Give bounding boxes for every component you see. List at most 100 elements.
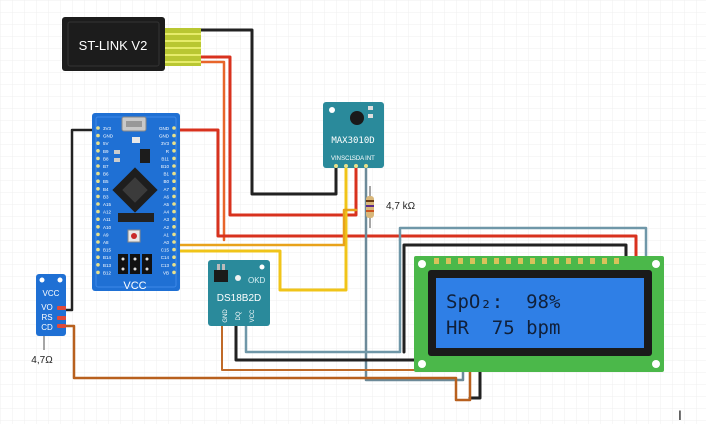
wire-yellow-scl bbox=[170, 166, 348, 292]
mcu-board: VCC 3V3GND5VB9B8B7B6B5B4B3A15A12A11A10A9… bbox=[92, 113, 180, 292]
mcu-right-pin-label: A2 bbox=[163, 225, 169, 230]
max-pin-int: INT bbox=[365, 156, 375, 162]
mcu-right-pin bbox=[172, 194, 176, 199]
lcd-header-pin bbox=[458, 258, 463, 264]
mcu-left-pin bbox=[96, 187, 100, 191]
mcu-right-pin bbox=[172, 247, 176, 252]
mcu-right-pin-label: GND bbox=[159, 134, 170, 139]
lcd-line-1: SpO₂: 98% bbox=[446, 291, 561, 313]
lcd-header-pin bbox=[566, 258, 571, 264]
mcu-left-pin bbox=[96, 202, 100, 206]
wire-red-stlink-vcc bbox=[163, 55, 358, 217]
resistor-pullup: 4,7 kΩ bbox=[366, 186, 416, 228]
max3010d-sensor: MAX3010D VIN SCL SDA INT bbox=[323, 102, 384, 168]
wire-gray-int bbox=[364, 166, 465, 382]
mcu-left-pin-label: B4 bbox=[103, 187, 109, 192]
mcu-left-pin bbox=[96, 149, 100, 153]
mcu-left-pin bbox=[96, 141, 100, 145]
mcu-right-pin-label: A6 bbox=[163, 194, 169, 199]
mcu-left-pin-label: GND bbox=[103, 134, 114, 139]
mcu-right-pin-label: B11 bbox=[161, 156, 169, 161]
wire-blue-lcd-2 bbox=[244, 238, 402, 354]
mcu-right-pin bbox=[172, 225, 176, 229]
mcu-right-pin-label: A3 bbox=[163, 217, 169, 222]
mcu-right-pin bbox=[172, 133, 176, 138]
mcu-right-pin bbox=[172, 209, 176, 214]
sensor-led bbox=[350, 111, 364, 125]
mcu-left-pin-label: A12 bbox=[103, 210, 112, 215]
lcd-header-pin bbox=[530, 258, 535, 264]
mcu-right-pin bbox=[172, 149, 176, 153]
mcu-right-pin-label: VB bbox=[163, 270, 169, 275]
mcu-left-pin-label: 3V3 bbox=[103, 126, 112, 131]
stlink-header-pins bbox=[165, 28, 201, 66]
max-label: MAX3010D bbox=[331, 136, 374, 146]
sensor-mount-hole bbox=[329, 107, 335, 113]
wire-blue-lcd-1 bbox=[398, 226, 648, 268]
mcu-right-pin bbox=[172, 270, 176, 275]
lcd-header-pins bbox=[434, 258, 619, 264]
mcu-left-pin-label: B13 bbox=[103, 263, 112, 268]
lcd-header-pin bbox=[578, 258, 583, 264]
wire-black-stlink-gnd bbox=[163, 28, 338, 196]
ds-pin-gnd: GND bbox=[223, 309, 229, 323]
mcu-left-pin bbox=[96, 225, 100, 229]
lcd-header-pin bbox=[602, 258, 607, 264]
mcu-right-pin bbox=[172, 202, 176, 206]
module-pin-rs: RS bbox=[41, 313, 52, 322]
mcu-right-pin-label: 3V3 bbox=[161, 141, 170, 146]
mcu-right-pin bbox=[172, 217, 176, 221]
mcu-right-pin bbox=[172, 179, 176, 183]
mcu-right-pin-label: R bbox=[166, 149, 170, 154]
mcu-left-pin bbox=[96, 217, 100, 221]
resistor-label: 4,7 kΩ bbox=[386, 201, 416, 212]
mcu-left-pin bbox=[96, 232, 100, 237]
mcu-left-pin bbox=[96, 209, 100, 214]
ds-pin-dq: DQ bbox=[236, 311, 242, 320]
mcu-right-pin bbox=[172, 232, 176, 237]
stlink-programmer: ST-LINK V2 bbox=[62, 17, 201, 71]
wire-brown-ds bbox=[221, 321, 449, 371]
mcu-left-pin-label: B12 bbox=[103, 270, 112, 275]
mcu-left-pin bbox=[96, 263, 100, 267]
mcu-right-pin-label: A4 bbox=[163, 210, 169, 215]
wire-black-vo bbox=[60, 128, 96, 312]
module-pin-vcc: VCC bbox=[43, 289, 60, 298]
mcu-right-pin bbox=[172, 240, 176, 244]
mcu-left-pin bbox=[96, 179, 100, 183]
mcu-right-pin-label: A0 bbox=[163, 240, 169, 245]
mcu-left-pin-label: B14 bbox=[103, 255, 112, 260]
lcd-header-pin bbox=[434, 258, 439, 264]
module-resistor-label: 4,7Ω bbox=[31, 355, 53, 366]
wire-red-mcu-3v3 bbox=[170, 128, 638, 268]
mcu-right-pin-label: A5 bbox=[163, 202, 169, 207]
mcu-right-pin bbox=[172, 171, 176, 176]
mcu-right-pin bbox=[172, 164, 176, 168]
mcu-right-pin-label: GND bbox=[159, 126, 170, 131]
lcd-header-pin bbox=[590, 258, 595, 264]
lcd-header-pin bbox=[518, 258, 523, 264]
text-cursor-glyph: I bbox=[678, 407, 682, 423]
ds-label: DS18B2D bbox=[217, 293, 261, 304]
mcu-right-pin-label: A1 bbox=[163, 232, 169, 237]
mcu-right-pin-label: C14 bbox=[161, 255, 170, 260]
lcd-line-2: HR 75 bpm bbox=[446, 317, 560, 339]
lcd-display: SpO₂: 98% HR 75 bpm bbox=[414, 256, 664, 372]
max-pin-sda: SDA bbox=[352, 156, 364, 162]
mcu-left-pin bbox=[96, 194, 100, 199]
mcu-left-pin bbox=[96, 240, 100, 244]
ds-pin-vcc: VCC bbox=[250, 309, 256, 322]
mcu-label: VCC bbox=[123, 280, 146, 292]
lcd-header-pin bbox=[494, 258, 499, 264]
mcu-left-pin-label: B8 bbox=[103, 156, 109, 161]
stlink-label: ST-LINK V2 bbox=[79, 38, 148, 53]
mcu-right-pin bbox=[172, 141, 176, 145]
mcu-left-pin bbox=[96, 247, 100, 252]
mcu-right-pin-label: C15 bbox=[161, 248, 170, 253]
wire-black-lcd-gnd bbox=[402, 243, 628, 354]
mcu-right-pin-labels: GNDGND3V3RB11B10B1B0A7A6A5A4A3A2A1A0C15C… bbox=[159, 126, 176, 275]
mcu-right-pin-label: C13 bbox=[161, 263, 170, 268]
mcu-right-pin-label: B10 bbox=[161, 164, 170, 169]
